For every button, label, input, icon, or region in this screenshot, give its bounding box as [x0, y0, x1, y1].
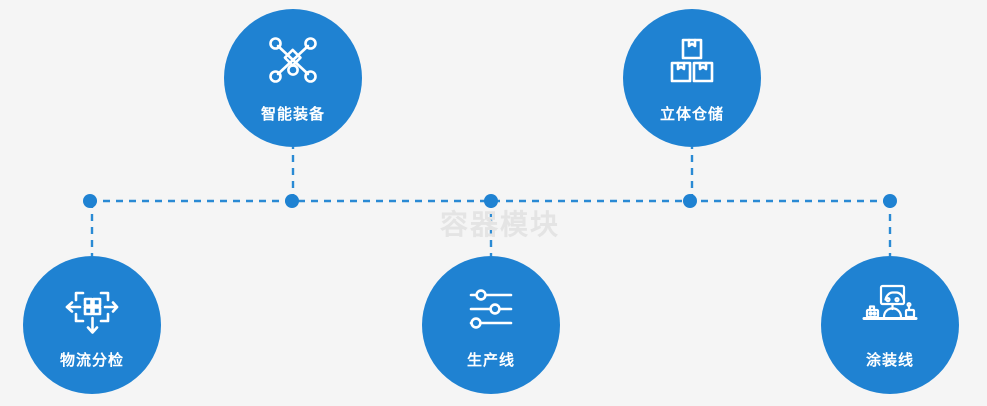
- paint-booth-icon-wrap: [862, 281, 918, 337]
- sliders-icon: [469, 288, 513, 329]
- diagram-node-intelligent-equipment[interactable]: 智能装备: [224, 9, 362, 147]
- sliders-icon-wrap: [463, 281, 519, 337]
- node-label: 生产线: [466, 350, 515, 369]
- dot-intelligent-equipment[interactable]: [285, 194, 299, 208]
- diagram-node-logistics-sorting[interactable]: 物流分检: [23, 256, 161, 394]
- node-label: 物流分检: [59, 350, 124, 369]
- dot-logistics-sorting[interactable]: [83, 194, 97, 208]
- sorting-arrows-icon: [65, 291, 119, 334]
- watermark-text: 容器模块: [440, 208, 561, 241]
- network-nodes-icon-wrap: [265, 33, 321, 89]
- dot-production-line[interactable]: [484, 194, 498, 208]
- dot-stereoscopic-warehouse[interactable]: [683, 194, 697, 208]
- diagram-node-painting-line[interactable]: 涂装线: [821, 256, 959, 394]
- paint-booth-icon: [862, 284, 918, 320]
- stacked-boxes-icon-wrap: [664, 33, 720, 89]
- sorting-arrows-icon-wrap: [64, 281, 120, 337]
- dot-painting-line[interactable]: [883, 194, 897, 208]
- node-label: 涂装线: [865, 350, 914, 369]
- node-label: 立体仓储: [659, 104, 724, 123]
- network-nodes-icon: [269, 36, 317, 83]
- stacked-boxes-icon: [670, 38, 714, 82]
- diagram-node-production-line[interactable]: 生产线: [422, 256, 560, 394]
- node-label: 智能装备: [260, 104, 325, 123]
- diagram-node-stereoscopic-warehouse[interactable]: 立体仓储: [623, 9, 761, 147]
